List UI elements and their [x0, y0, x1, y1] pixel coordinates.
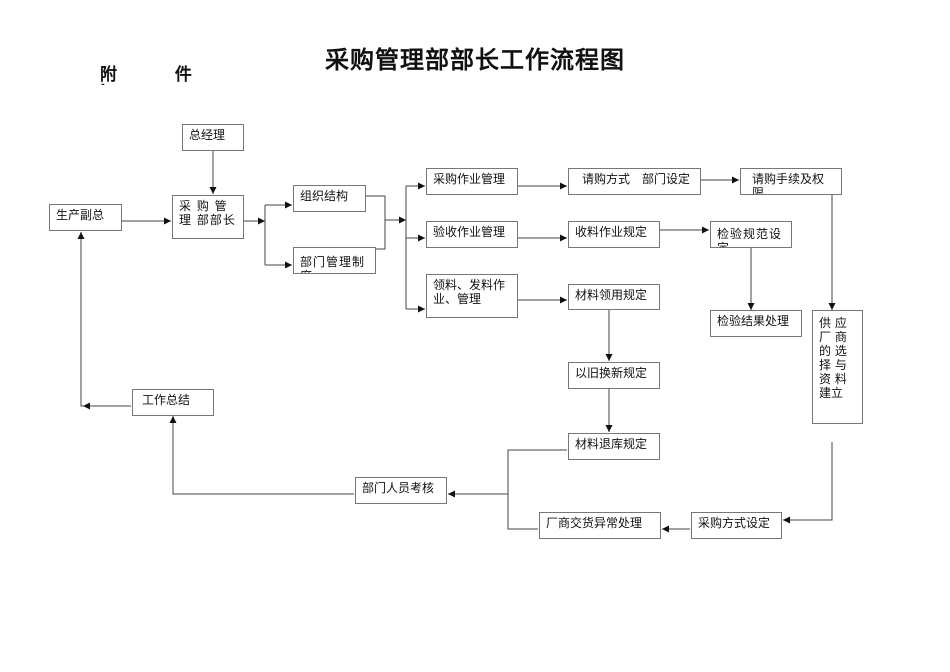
node-purchase-ops: 采购作业管理 — [426, 168, 518, 195]
node-org-structure: 组织结构 — [293, 185, 366, 212]
edge-return-bracket — [507, 449, 567, 530]
node-general-manager: 总经理 — [182, 124, 244, 151]
node-replace-rules: 以旧换新规定 — [568, 362, 660, 389]
node-work-summary: 工作总结 — [132, 389, 214, 416]
node-inspection-result: 检验结果处理 — [710, 310, 802, 337]
attachment-mark: - — [101, 80, 105, 90]
edge-supplier-mode — [783, 442, 833, 524]
node-purchasing-director: 采 购 管 理 部部长 — [172, 195, 244, 239]
edge-org-join — [366, 195, 386, 220]
node-purchase-method: 请购方式 部门设定 — [568, 168, 701, 195]
node-return-rules: 材料退库规定 — [568, 433, 660, 460]
node-supplier-exception: 厂商交货异常处理 — [539, 512, 661, 539]
node-material-usage: 材料领用规定 — [568, 284, 660, 310]
node-staff-review: 部门人员考核 — [355, 477, 447, 504]
node-supplier-selection: 供 应 厂 商 的 选 择 与 资 料 建立 — [812, 310, 863, 424]
edge-summary-vp — [77, 232, 131, 407]
edge-dept-join — [376, 220, 386, 250]
node-material-ops: 领料、发料作业、管理 — [426, 274, 518, 318]
node-inspection-rules: 检验规范设定 — [710, 221, 792, 248]
node-receiving-rules: 收料作业规定 — [568, 221, 660, 248]
attachment-label: 附 件 — [100, 65, 218, 85]
node-acceptance-ops: 验收作业管理 — [426, 221, 518, 248]
node-request-process: 请购手续及权限 — [740, 168, 842, 195]
node-dept-system: 部门管理制度 — [293, 247, 376, 274]
page-title: 采购管理部部长工作流程图 — [325, 45, 625, 74]
node-purchase-mode: 采购方式设定 — [691, 512, 782, 539]
edge-review-summary — [169, 416, 354, 495]
node-vp-production: 生产副总 — [49, 204, 122, 231]
